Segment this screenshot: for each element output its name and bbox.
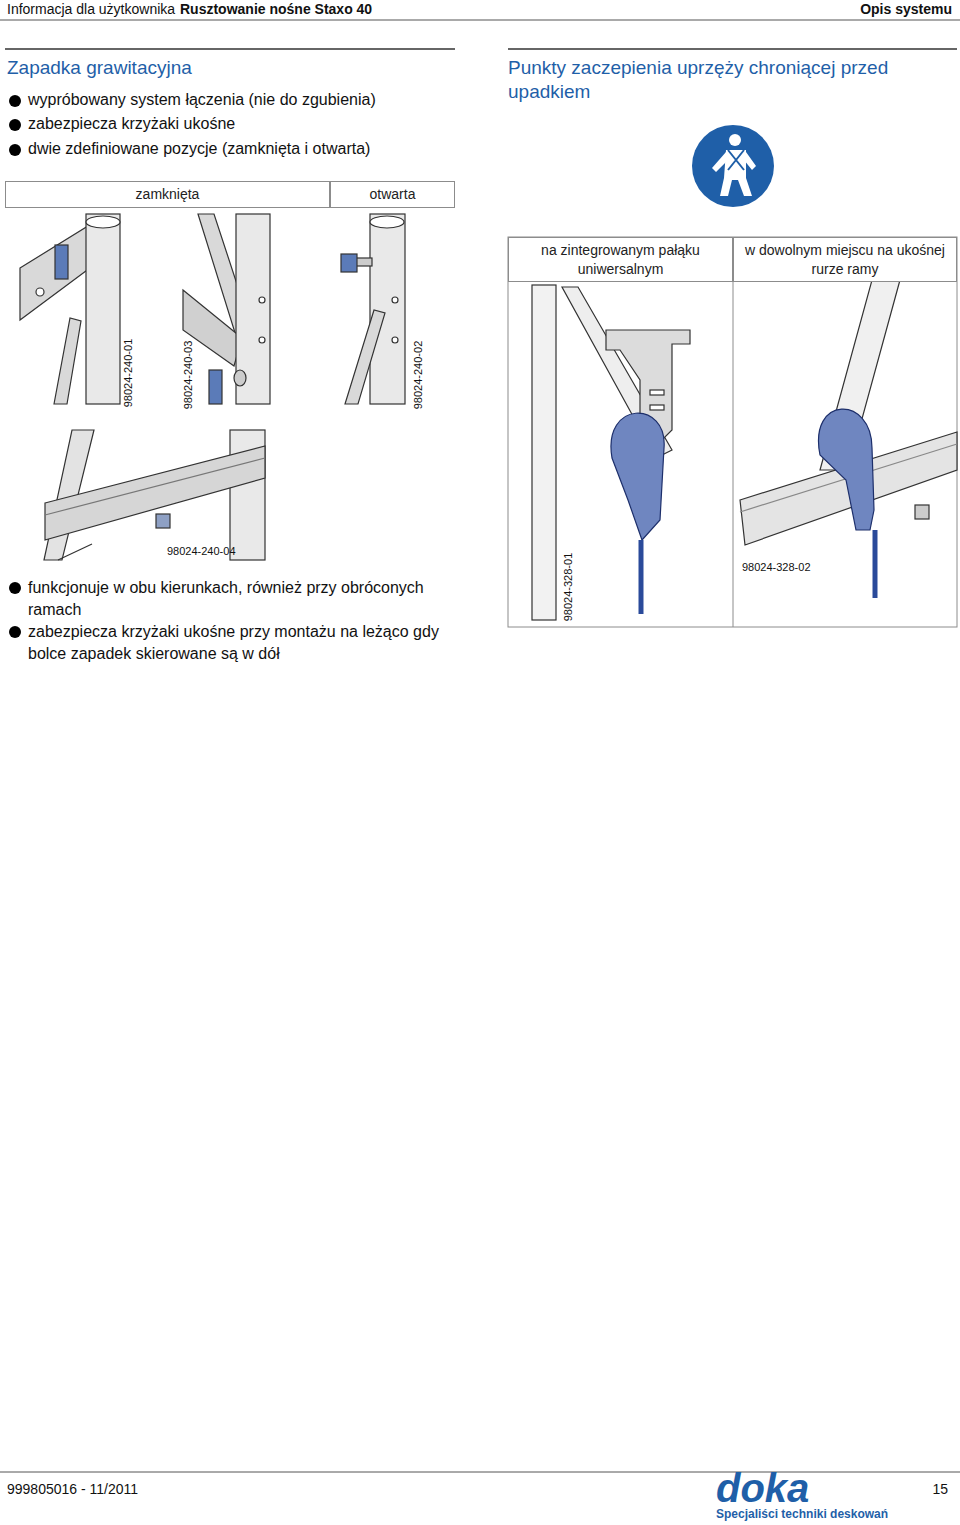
hole bbox=[259, 337, 265, 343]
header-section: Opis systemu bbox=[860, 1, 952, 19]
lanyard bbox=[873, 530, 878, 598]
header-text: Informacja dla użytkownika bbox=[7, 1, 175, 19]
table-header-cell: w dowolnym miejscu na ukośnej rurze ramy bbox=[733, 237, 957, 282]
rules bbox=[0, 20, 960, 1472]
carabiner bbox=[819, 409, 874, 530]
icon-disc bbox=[692, 125, 774, 207]
bullets bbox=[9, 95, 21, 638]
figure-number: 98024-328-01 bbox=[562, 553, 576, 622]
table-header-cell: zamknięta bbox=[5, 181, 330, 208]
bullet bbox=[9, 144, 21, 156]
latch-open-figure bbox=[341, 214, 405, 404]
figure-number: 98024-240-03 bbox=[182, 341, 196, 410]
harness-on-diagonal-figure bbox=[740, 280, 957, 598]
brand-logo: doka bbox=[716, 1468, 809, 1508]
section-heading: Punkty zaczepienia uprzęży chroniącej pr… bbox=[508, 56, 953, 104]
latch-closed-figure bbox=[20, 214, 120, 404]
section-rule bbox=[508, 48, 957, 50]
frame-pipe bbox=[532, 285, 556, 620]
table-border bbox=[508, 237, 957, 627]
figure-number: 98024-328-02 bbox=[742, 561, 811, 575]
slot bbox=[650, 405, 664, 410]
gravity-latch bbox=[915, 505, 929, 519]
hole bbox=[259, 297, 265, 303]
icon-straps bbox=[728, 150, 744, 170]
cell-text: otwarta bbox=[370, 185, 416, 203]
carabiner bbox=[611, 413, 664, 540]
section-rule bbox=[5, 48, 455, 50]
document-number: 999805016 - 11/2011 bbox=[7, 1481, 138, 1499]
cell-text: w dowolnym miejscu na ukośnej rurze ramy bbox=[740, 241, 950, 277]
pipe-end bbox=[86, 216, 120, 228]
bullet bbox=[9, 95, 21, 107]
hole bbox=[392, 297, 398, 303]
gravity-latch bbox=[341, 254, 357, 272]
pin bbox=[234, 370, 246, 386]
latch-reversed-figure bbox=[44, 430, 265, 560]
figure-number: 98024-240-02 bbox=[412, 341, 426, 410]
gravity-latch bbox=[55, 245, 68, 279]
diagonal-brace bbox=[54, 318, 81, 404]
table-frame bbox=[508, 237, 957, 627]
harness-icon bbox=[692, 125, 774, 207]
section-heading: Zapadka grawitacyjna bbox=[7, 56, 192, 80]
slot bbox=[650, 390, 664, 395]
table-header-cell: otwarta bbox=[330, 181, 455, 208]
gravity-latch bbox=[209, 370, 222, 404]
bullet-text: funkcjonuje w obu kierunkach, również pr… bbox=[28, 577, 458, 622]
bullet-text: zabezpiecza krzyżaki ukośne przy montażu… bbox=[28, 621, 458, 666]
bullet bbox=[9, 626, 21, 638]
lanyard bbox=[639, 540, 644, 614]
pipe-end bbox=[370, 216, 404, 228]
hole bbox=[392, 337, 398, 343]
header-product: Rusztowanie nośne Staxo 40 bbox=[180, 1, 372, 19]
figure-number: 98024-240-04 bbox=[167, 545, 236, 559]
diagonal-brace bbox=[345, 310, 385, 404]
bullet bbox=[9, 119, 21, 131]
brace-line bbox=[58, 544, 92, 560]
brand-tagline: Specjaliści techniki deskowań bbox=[716, 1507, 888, 1522]
frame-pipe bbox=[86, 214, 120, 404]
bullet-text: dwie zdefiniowane pozycje (zamknięta i o… bbox=[28, 139, 458, 159]
figure-number: 98024-240-01 bbox=[122, 339, 136, 408]
frame-pipe bbox=[370, 214, 405, 404]
gravity-latch bbox=[156, 514, 170, 528]
latch-closed-figure bbox=[183, 214, 270, 404]
cell-text: na zintegrowanym pałąku uniwersalnym bbox=[515, 241, 726, 277]
cell-text: zamknięta bbox=[136, 185, 200, 203]
icon-head bbox=[729, 134, 741, 146]
bullet bbox=[9, 582, 21, 594]
harness-on-bracket-figure bbox=[532, 285, 690, 620]
hole bbox=[36, 288, 44, 296]
beam-edge bbox=[45, 458, 265, 515]
table-header-cell: na zintegrowanym pałąku uniwersalnym bbox=[508, 237, 733, 282]
header-rule bbox=[0, 20, 960, 21]
bullet-text: zabezpiecza krzyżaki ukośne bbox=[28, 114, 458, 134]
frame-beam bbox=[45, 446, 265, 540]
page-number: 15 bbox=[932, 1481, 948, 1499]
footer-rule bbox=[0, 1472, 960, 1473]
table-divider bbox=[733, 237, 734, 627]
bullet-text: wypróbowany system łączenia (nie do zgub… bbox=[28, 90, 458, 110]
